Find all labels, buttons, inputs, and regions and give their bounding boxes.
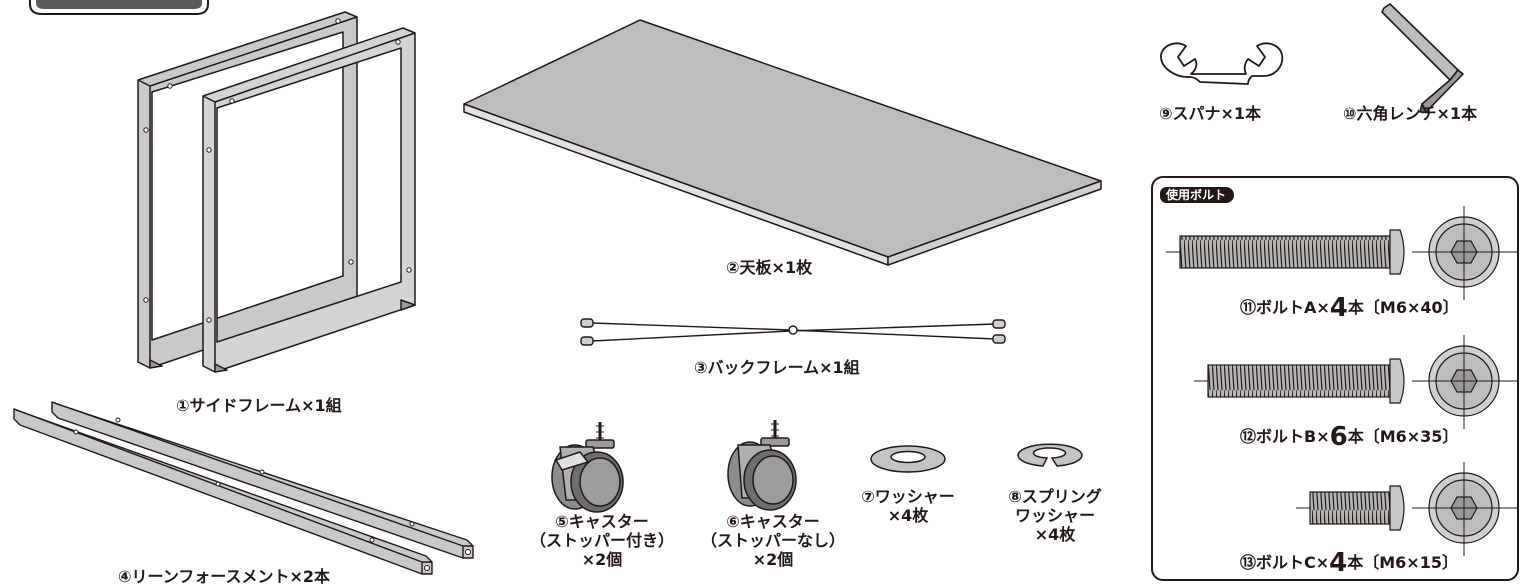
bolt-a-count: 4 xyxy=(1329,293,1348,323)
hex-wrench-illustration xyxy=(1381,3,1464,113)
spring-washer-illustration xyxy=(1017,443,1083,467)
washer-name: ⑦ワッシャー xyxy=(861,487,955,506)
back-frame-illustration xyxy=(580,318,1006,346)
bolt-c-illustration xyxy=(1296,462,1518,556)
caster-without-stopper-illustration xyxy=(727,420,797,511)
reinforcement-label: ④リーンフォースメント×2本 xyxy=(118,567,331,586)
spring-washer-qty: ×4枚 xyxy=(1034,525,1076,544)
bolt-c-prefix: ⑬ボルトC× xyxy=(1240,553,1330,572)
caster-with-stopper-note: （ストッパー付き） xyxy=(529,531,674,550)
bolt-c-label: ⑬ボルトC×4本〔M6×15〕 xyxy=(1240,550,1458,576)
spring-washer-name: ⑧スプリング xyxy=(1008,487,1102,506)
caster-without-stopper-name: ⑥キャスター xyxy=(726,512,820,531)
bolt-b-prefix: ⑫ボルトB× xyxy=(1240,427,1330,446)
bolt-b-count: 6 xyxy=(1329,422,1348,452)
spanner-illustration xyxy=(1160,42,1284,85)
bolt-panel xyxy=(1151,176,1519,581)
spring-washer-label: ⑧スプリング ワッシャー ×4枚 xyxy=(1000,487,1110,544)
bolt-a-illustration xyxy=(1166,206,1518,300)
spanner-label: ⑨スパナ×1本 xyxy=(1159,104,1262,123)
caster-with-stopper-qty: ×2個 xyxy=(581,550,623,569)
top-board-illustration xyxy=(463,19,1102,266)
hex-wrench-label: ⑩六角レンチ×1本 xyxy=(1343,104,1478,123)
bolt-a-prefix: ⑪ボルトA× xyxy=(1240,298,1330,317)
side-frame-illustration xyxy=(137,11,416,373)
washer-label: ⑦ワッシャー ×4枚 xyxy=(858,487,958,525)
caster-without-stopper-note: （ストッパーなし） xyxy=(700,531,845,550)
caster-with-stopper-illustration xyxy=(551,422,624,513)
bolt-b-label: ⑫ボルトB×6本〔M6×35〕 xyxy=(1240,424,1459,450)
washer-qty: ×4枚 xyxy=(887,506,929,525)
bolt-b-illustration xyxy=(1194,335,1518,429)
spring-washer-name-2: ワッシャー xyxy=(1014,506,1095,525)
caster-without-stopper-qty: ×2個 xyxy=(752,550,794,569)
washer-illustration xyxy=(870,445,946,473)
bolt-b-suffix: 本〔M6×35〕 xyxy=(1347,427,1459,446)
bolt-a-suffix: 本〔M6×40〕 xyxy=(1347,298,1459,317)
bolt-c-suffix: 本〔M6×15〕 xyxy=(1347,553,1458,572)
caster-with-stopper-label: ⑤キャスター （ストッパー付き） ×2個 xyxy=(527,512,677,569)
top-board-label: ②天板×1枚 xyxy=(726,258,813,277)
back-frame-label: ③バックフレーム×1組 xyxy=(694,358,860,377)
bolt-a-label: ⑪ボルトA×4本〔M6×40〕 xyxy=(1240,295,1459,321)
header-tab-shape xyxy=(29,0,209,15)
caster-with-stopper-name: ⑤キャスター xyxy=(555,512,649,531)
caster-without-stopper-label: ⑥キャスター （ストッパーなし） ×2個 xyxy=(698,512,848,569)
side-frame-label: ①サイドフレーム×1組 xyxy=(176,396,342,415)
bolt-c-count: 4 xyxy=(1329,548,1348,578)
bolt-panel-badge: 使用ボルト xyxy=(1160,187,1235,203)
reinforcement-illustration xyxy=(13,401,474,575)
